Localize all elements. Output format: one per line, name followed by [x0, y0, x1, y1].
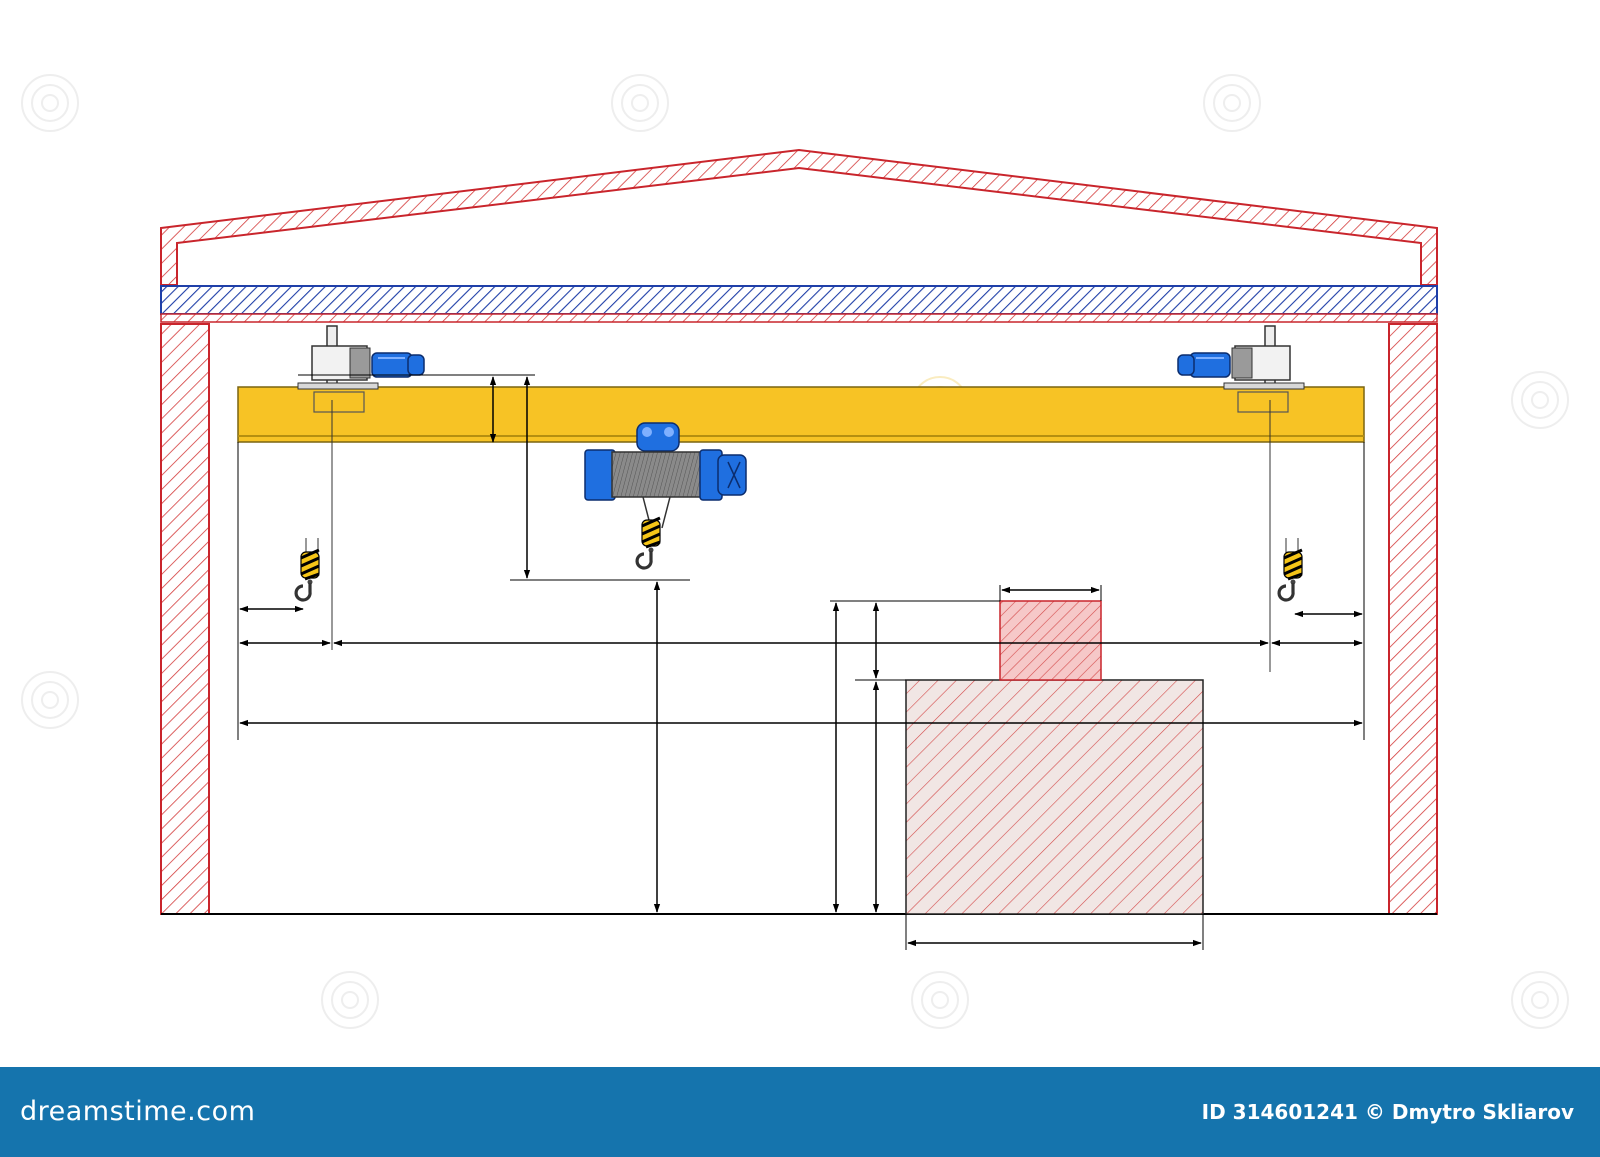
image-author: © Dmytro Skliarov — [1364, 1100, 1574, 1124]
hoist-icon — [584, 422, 747, 529]
hook-icon — [635, 516, 662, 570]
large-load — [905, 679, 1204, 915]
brand-logo[interactable]: dreamstime.com — [20, 1096, 256, 1127]
right-wall — [1388, 323, 1438, 915]
hook-icon — [294, 548, 321, 602]
footer-bar: dreamstime.com ID 314601241 © Dmytro Skl… — [0, 1067, 1600, 1157]
ceiling-strip — [160, 313, 1438, 323]
end-carriage-motor-icon — [297, 325, 425, 413]
image-credit: ID 314601241 © Dmytro Skliarov — [1202, 1067, 1574, 1157]
crane-girder — [237, 386, 1365, 443]
extension-lines — [237, 374, 1365, 950]
image-id: ID 314601241 — [1201, 1100, 1358, 1124]
left-wall — [160, 323, 210, 915]
hook-icon — [1277, 548, 1304, 602]
roof-truss — [160, 148, 1438, 286]
overhead-crane-diagram — [21, 74, 1569, 1029]
watermark-swirls — [21, 74, 1569, 1029]
end-carriage-motor-icon — [1177, 325, 1305, 413]
dimension-lines — [239, 376, 1363, 947]
small-load — [999, 600, 1102, 681]
roof-beam — [160, 285, 1438, 315]
